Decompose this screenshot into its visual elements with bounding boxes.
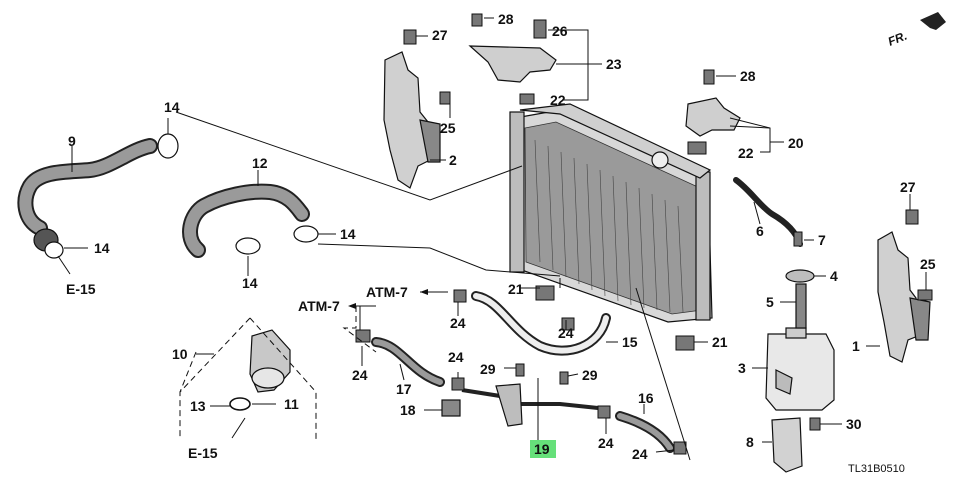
callout-24a: 24 — [450, 315, 466, 331]
callout-13: 13 — [190, 398, 206, 414]
callout-22b: 22 — [738, 145, 754, 161]
callout-29a: 29 — [480, 361, 496, 377]
callout-6: 6 — [756, 223, 764, 239]
callout-12: 12 — [252, 155, 268, 171]
callout-11: 11 — [284, 396, 299, 412]
hose-12 — [182, 183, 310, 258]
oil-cooler-hoses — [371, 291, 675, 453]
callout-5: 5 — [766, 294, 774, 310]
callout-3: 3 — [738, 360, 746, 376]
callout-14d: 14 — [242, 275, 258, 291]
hose-clamps-14 — [44, 133, 319, 259]
orientation-label: FR. — [886, 29, 909, 49]
callout-24e: 24 — [598, 435, 614, 451]
callout-20: 20 — [788, 135, 804, 151]
callout-15: 15 — [622, 334, 638, 350]
callout-2: 2 — [449, 152, 457, 168]
upper-bracket-23 — [468, 45, 557, 83]
callout-24c: 24 — [352, 367, 368, 383]
ref-e15a: E-15 — [66, 281, 96, 297]
callout-1: 1 — [852, 338, 860, 354]
orientation-indicator: FR. — [886, 12, 946, 49]
callout-28b: 28 — [740, 68, 756, 84]
fasteners — [355, 13, 933, 455]
reserve-tank-bracket-8 — [771, 417, 803, 473]
callout-8: 8 — [746, 434, 754, 450]
radiator-side-seal-1 — [877, 231, 931, 363]
callout-28a: 28 — [498, 11, 514, 27]
callout-14a: 14 — [164, 99, 180, 115]
ref-e15b: E-15 — [188, 445, 218, 461]
callout-14b: 14 — [94, 240, 110, 256]
reserve-tank-cap-4 — [785, 269, 815, 283]
water-outlet-10 — [249, 329, 291, 393]
upper-hose-9 — [17, 138, 158, 252]
callout-30: 30 — [846, 416, 862, 432]
reserve-tank-hose-5 — [795, 283, 807, 329]
callout-7: 7 — [818, 232, 826, 248]
reserve-tank-3 — [765, 327, 835, 411]
callout-27b: 27 — [900, 179, 916, 195]
callout-14c: 14 — [340, 226, 356, 242]
callout-25a: 25 — [440, 120, 456, 136]
callout-21b: 21 — [712, 334, 728, 350]
callout-21a: 21 — [508, 281, 524, 297]
callout-10: 10 — [172, 346, 188, 362]
ref-atm7a: ATM-7 — [366, 284, 408, 300]
callout-19-highlight — [530, 440, 556, 458]
callout-27a: 27 — [432, 27, 448, 43]
callout-19: 19 — [534, 441, 550, 457]
radiator — [509, 103, 713, 323]
ref-atm7b: ATM-7 — [298, 298, 340, 314]
callout-9: 9 — [68, 133, 76, 149]
callout-29b: 29 — [582, 367, 598, 383]
radiator-side-seal-2 — [383, 51, 441, 189]
callout-26: 26 — [552, 23, 568, 39]
callout-24f: 24 — [632, 446, 648, 462]
callout-16: 16 — [638, 390, 654, 406]
callout-25b: 25 — [920, 256, 936, 272]
callout-24d: 24 — [448, 349, 464, 365]
callout-4: 4 — [830, 268, 838, 284]
callout-17: 17 — [396, 381, 412, 397]
overflow-hose-6 — [733, 177, 803, 247]
callout-23: 23 — [606, 56, 622, 72]
upper-bracket-20 — [685, 97, 741, 137]
figure-code: TL31B0510 — [848, 463, 905, 475]
callout-22a: 22 — [550, 92, 566, 108]
callout-24b: 24 — [558, 325, 574, 341]
callout-18: 18 — [400, 402, 416, 418]
o-ring-13 — [229, 397, 251, 411]
